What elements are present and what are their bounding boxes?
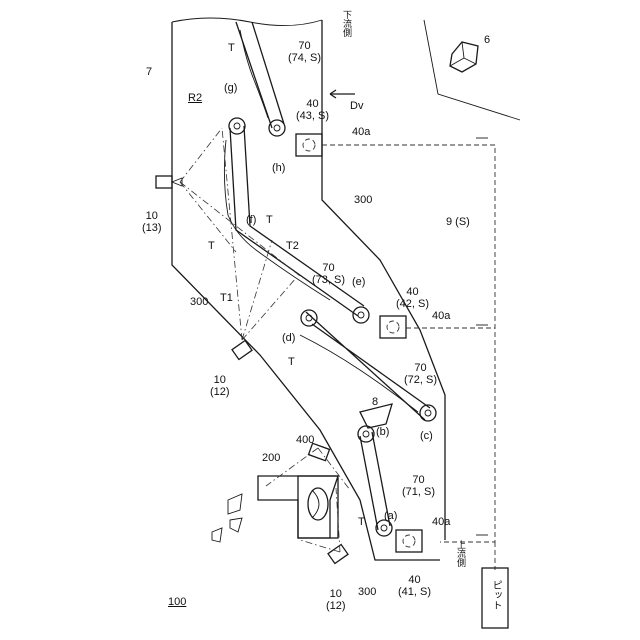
label-pos-f: (f) [246,214,256,226]
label-pit: ピット [489,580,501,610]
label-pos-b: (b) [376,426,389,438]
label-conv-73: 70 (73, S) [312,262,345,286]
label-conv-71: 70 (71, S) [402,474,435,498]
label-T-3: T [288,356,295,368]
label-direction: Dv [350,100,363,112]
label-conv-74: 70 (74, S) [288,40,321,64]
label-pos-a: (a) [384,510,397,522]
label-downstream: 下流側 [340,10,352,37]
label-upstream: 上流側 [454,540,466,567]
label-sorter-43: 40 (43, S) [296,98,329,122]
label-pos-d: (d) [282,332,295,344]
label-camera-400: 400 [296,434,314,446]
label-out-40a-1: 40a [352,126,370,138]
label-T-2: T [208,240,215,252]
label-camera-13: 10 (13) [142,210,162,234]
label-crusher: 200 [262,452,280,464]
label-T-1: T [228,42,235,54]
label-server: 6 [484,34,490,46]
label-region: R2 [188,92,202,104]
label-T-4: T [358,516,365,528]
label-system: 100 [168,596,186,608]
label-camera-12b: 10 (12) [326,588,346,612]
label-pos-c: (c) [420,430,433,442]
label-bus: 9 (S) [446,216,470,228]
label-sorter-42: 40 (42, S) [396,286,429,310]
label-T2: T2 [286,240,299,252]
label-pos-e: (e) [352,276,365,288]
label-wall-3: 300 [358,586,376,598]
label-sorter-41: 40 (41, S) [398,574,431,598]
label-conv-72: 70 (72, S) [404,362,437,386]
label-out-40a-2: 40a [432,310,450,322]
label-camera-12a: 10 (12) [210,374,230,398]
label-wall-2: 300 [354,194,372,206]
label-T-5: T [266,214,273,226]
label-pos-g: (g) [224,82,237,94]
label-out-40a-3: 40a [432,516,450,528]
label-hopper: 8 [372,396,378,408]
label-pos-h: (h) [272,162,285,174]
label-T1: T1 [220,292,233,304]
label-plant: 7 [146,66,152,78]
label-wall-1: 300 [190,296,208,308]
